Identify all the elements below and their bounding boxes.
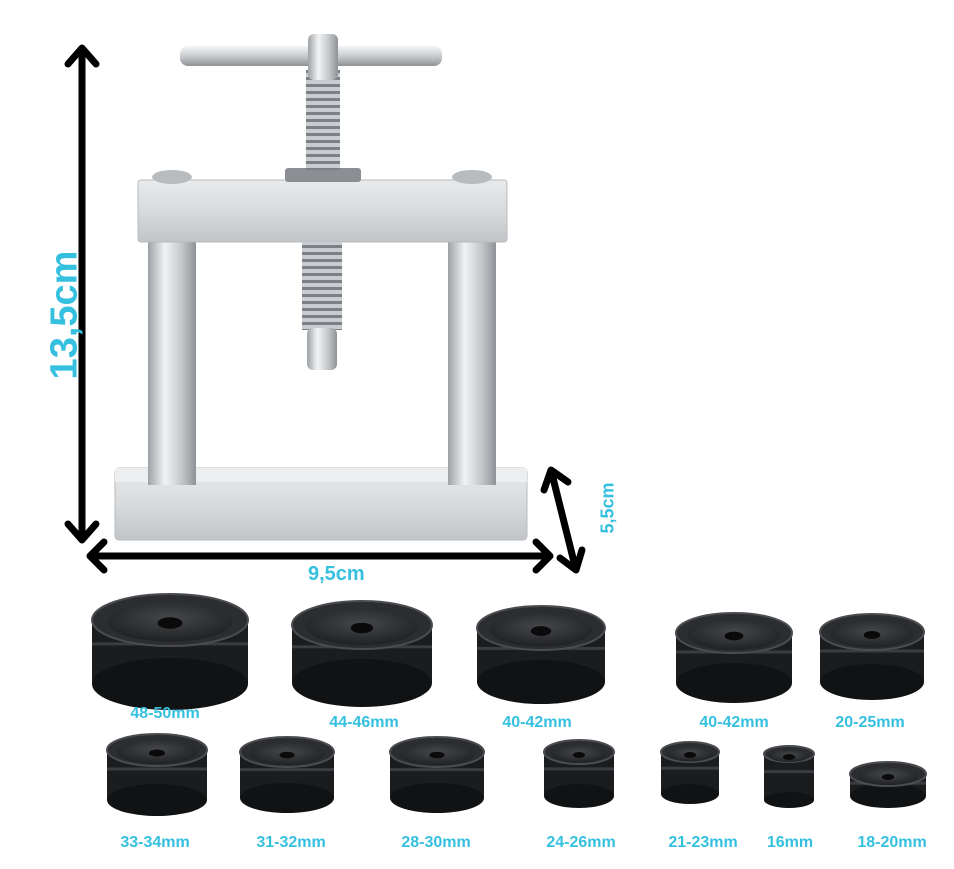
die xyxy=(476,605,606,704)
press-nut xyxy=(285,168,361,182)
size-label: 18-20mm xyxy=(857,834,927,851)
die xyxy=(291,600,433,707)
size-label: 28-30mm xyxy=(401,834,471,851)
depth-label: 5,5cm xyxy=(597,482,618,534)
die xyxy=(819,613,925,700)
die xyxy=(239,736,335,813)
die xyxy=(675,612,793,703)
lower-thread xyxy=(302,242,342,330)
die xyxy=(763,745,815,808)
die xyxy=(389,736,485,813)
upper-thread xyxy=(306,70,340,170)
press-top-bar xyxy=(137,179,508,243)
size-label: 16mm xyxy=(766,834,814,851)
left-screw-head xyxy=(152,170,192,184)
handle-hub xyxy=(308,34,338,80)
size-label: 24-26mm xyxy=(546,834,616,851)
size-label: 21-23mm xyxy=(668,834,738,851)
right-column xyxy=(448,230,496,485)
size-label: 20-25mm xyxy=(835,714,905,731)
die xyxy=(106,733,208,816)
die xyxy=(660,741,720,804)
size-label: 48-50mm xyxy=(130,705,200,722)
size-label: 31-32mm xyxy=(256,834,326,851)
watch-press xyxy=(114,34,528,541)
die xyxy=(543,739,615,808)
die xyxy=(91,593,249,710)
depth-arrow xyxy=(548,470,579,570)
size-label: 33-34mm xyxy=(120,834,190,851)
dimension-arrows xyxy=(64,44,586,574)
height-label: 13,5cm xyxy=(43,250,86,380)
width-label: 9,5cm xyxy=(308,563,365,585)
size-label: 44-46mm xyxy=(329,714,399,731)
press-dies xyxy=(91,593,927,816)
press-tip xyxy=(307,328,337,370)
die xyxy=(849,761,927,808)
press-base-top xyxy=(115,468,527,482)
size-label: 40-42mm xyxy=(699,714,769,731)
left-column xyxy=(148,230,196,485)
size-label: 40-42mm xyxy=(502,714,572,731)
right-screw-head xyxy=(452,170,492,184)
